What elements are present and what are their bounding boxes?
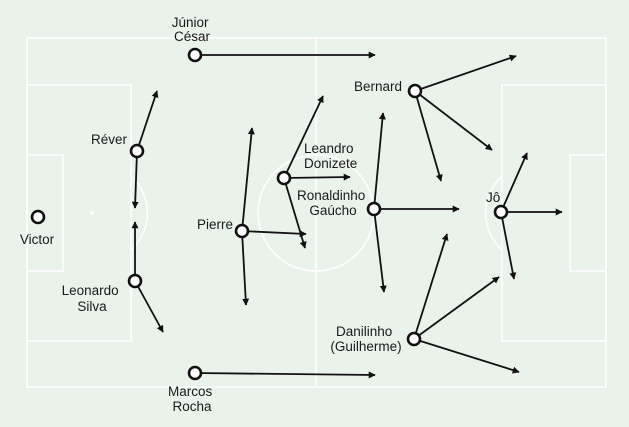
player-marker-pierre <box>234 223 250 239</box>
arrow-ronaldinho-down <box>373 208 387 293</box>
arrow-bernard-right <box>414 90 493 151</box>
player-marker-marcos-rocha <box>187 365 203 381</box>
player-label-junior-cesar: Júnior César <box>172 15 213 44</box>
arrow-leonardo-silva-down <box>134 280 164 333</box>
player-marker-leonardo-silva <box>127 273 143 289</box>
player-label-ronaldinho-gaucho: Ronaldinho Gaúcho <box>297 188 369 218</box>
player-label-rever: Réver <box>91 132 128 147</box>
arrow-pierre-up <box>241 127 255 232</box>
arrow-marcos-rocha-forward <box>194 371 376 379</box>
player-marker-ronaldinho-gaucho <box>366 201 382 217</box>
player-marker-jo <box>493 204 509 220</box>
arrow-bernard-upright <box>414 54 517 92</box>
arrow-jo-down <box>500 211 517 280</box>
player-labels: Victor Réver Leonardo Silva Júnior César… <box>20 15 500 414</box>
arrow-danilinho-right <box>413 338 520 374</box>
arrow-rever-up <box>136 90 159 152</box>
arrow-rever-down <box>131 150 139 209</box>
player-marker-bernard <box>407 83 423 99</box>
player-marker-rever <box>129 143 145 159</box>
arrow-ronaldinho-up <box>373 112 386 210</box>
player-label-leonardo-silva: Leonardo Silva <box>62 283 123 314</box>
arrow-pierre-down <box>241 230 250 306</box>
player-label-marcos-rocha: Marcos Rocha <box>168 384 216 414</box>
left-penalty-arc <box>130 175 149 251</box>
player-marker-leandro-donizete <box>276 170 292 186</box>
arrow-leandro-up <box>283 95 324 179</box>
player-marker-victor <box>30 209 46 225</box>
player-label-leandro-donizete: Leandro Donizete <box>304 141 357 171</box>
player-label-jo: Jô <box>486 190 500 205</box>
player-marker-junior-cesar <box>187 47 203 63</box>
left-penalty-spot <box>90 211 94 215</box>
left-goal-area <box>26 154 64 272</box>
arrow-danilinho-upright <box>413 276 500 340</box>
player-markers <box>30 47 509 381</box>
arrow-bernard-down <box>414 90 443 182</box>
movement-arrows <box>131 51 563 379</box>
right-goal-area <box>569 154 607 272</box>
player-label-pierre: Pierre <box>197 217 233 232</box>
player-label-danilinho: Danilinho (Guilherme) <box>330 324 401 354</box>
player-marker-danilinho <box>406 331 422 347</box>
arrow-leandro-down <box>283 177 307 249</box>
player-label-victor: Victor <box>20 232 55 247</box>
player-label-bernard: Bernard <box>354 79 402 94</box>
arrow-leandro-right <box>283 173 351 181</box>
arrow-pierre-right <box>241 230 307 238</box>
right-penalty-arc <box>484 175 503 251</box>
arrow-jo-up <box>500 152 528 213</box>
field-markings <box>26 37 607 388</box>
arrow-danilinho-up <box>413 233 449 340</box>
